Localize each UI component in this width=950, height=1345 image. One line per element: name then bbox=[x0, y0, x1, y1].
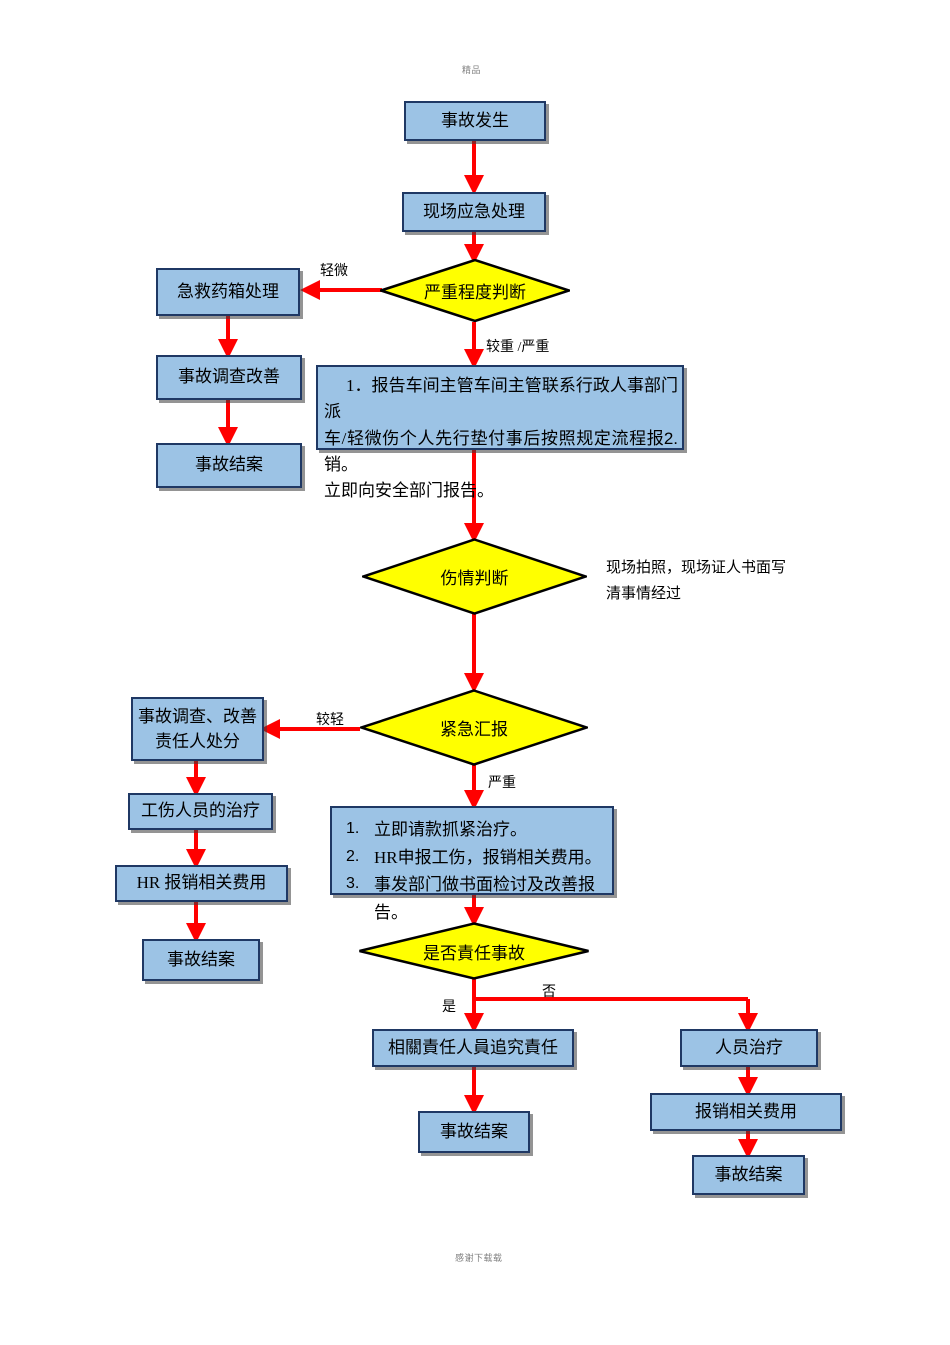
list-item-number: 3. bbox=[346, 875, 360, 893]
edge-label-heavy-severe: 较重 /严重 bbox=[486, 340, 550, 355]
decision-severity[interactable]: 严重程度判断 bbox=[380, 259, 570, 322]
edge-label-lighter: 较轻 bbox=[316, 713, 344, 728]
node-reimburse-fees[interactable]: 报销相关费用 bbox=[650, 1093, 842, 1131]
list-item: 2. HR申报工伤，报销相关费用。 bbox=[346, 844, 602, 872]
bottom-watermark: 感谢下载载 bbox=[455, 1253, 503, 1263]
report-line-3: 立即向安全部门报告。 bbox=[324, 481, 494, 501]
annotation-injury-line-1: 现场拍照，现场证人书面写 bbox=[606, 560, 787, 576]
node-pursue-liability[interactable]: 相關責任人員追究責任 bbox=[372, 1029, 574, 1067]
list-item-text: 事发部门做书面检讨及改善报告。 bbox=[374, 875, 595, 922]
node-case-closed-2[interactable]: 事故结案 bbox=[142, 939, 260, 981]
node-hr-reimburse[interactable]: HR 报销相关费用 bbox=[115, 865, 288, 902]
edge-label-yes: 是 bbox=[442, 1000, 456, 1015]
node-personnel-treatment[interactable]: 人员治疗 bbox=[680, 1029, 818, 1067]
textblock-report-steps[interactable]: 1．报告车间主管车间主管联系行政人事部门派 车/轻微伤个人先行垫付事后按照规定流… bbox=[316, 365, 684, 500]
node-investigate-punish[interactable]: 事故调查、改善 责任人处分 bbox=[131, 697, 264, 761]
node-investigate-improve[interactable]: 事故调查改善 bbox=[156, 355, 302, 400]
node-case-closed-3[interactable]: 事故结案 bbox=[418, 1111, 530, 1153]
node-injured-treatment[interactable]: 工伤人员的治疗 bbox=[128, 793, 273, 830]
decision-urgent-report[interactable]: 紧急汇报 bbox=[360, 689, 588, 766]
investigate-punish-line-2: 责任人处分 bbox=[155, 732, 240, 751]
list-item: 3. 事发部门做书面检讨及改善报告。 bbox=[346, 871, 602, 926]
node-accident-occurs[interactable]: 事故发生 bbox=[404, 101, 546, 141]
report-line-2-tail: 2. bbox=[663, 428, 678, 448]
list-item-number: 1. bbox=[346, 820, 360, 837]
annotation-injury-line-2: 清事情经过 bbox=[606, 585, 682, 602]
decision-liability[interactable]: 是否責任事故 bbox=[358, 922, 590, 980]
edge-label-no: 否 bbox=[542, 985, 556, 1000]
node-onsite-emergency[interactable]: 现场应急处理 bbox=[402, 192, 546, 232]
list-item-text: HR申报工伤，报销相关费用。 bbox=[374, 847, 602, 867]
report-line-1: 1．报告车间主管车间主管联系行政人事部门派 bbox=[324, 376, 678, 422]
list-item-text: 立即请款抓紧治疗。 bbox=[374, 820, 527, 839]
report-line-2: 车/轻微伤个人先行垫付事后按照规定流程报销。 bbox=[324, 428, 664, 475]
node-first-aid-kit[interactable]: 急救药箱处理 bbox=[156, 268, 300, 316]
list-item: 1. 立即请款抓紧治疗。 bbox=[346, 816, 602, 844]
list-item-number: 2. bbox=[346, 847, 360, 865]
node-case-closed-1[interactable]: 事故结案 bbox=[156, 443, 302, 488]
edge-label-minor: 轻微 bbox=[320, 264, 348, 279]
top-watermark: 精品 bbox=[462, 65, 482, 75]
listblock-severe-actions[interactable]: 1. 立即请款抓紧治疗。 2. HR申报工伤，报销相关费用。 3. 事发部门做书… bbox=[330, 806, 614, 922]
annotation-injury: 现场拍照，现场证人书面写 清事情经过 bbox=[606, 556, 786, 607]
node-case-closed-4[interactable]: 事故结案 bbox=[692, 1155, 805, 1195]
decision-injury[interactable]: 伤情判断 bbox=[362, 538, 587, 615]
edge-label-severe: 严重 bbox=[488, 776, 516, 791]
investigate-punish-line-1: 事故调查、改善 bbox=[138, 706, 257, 726]
